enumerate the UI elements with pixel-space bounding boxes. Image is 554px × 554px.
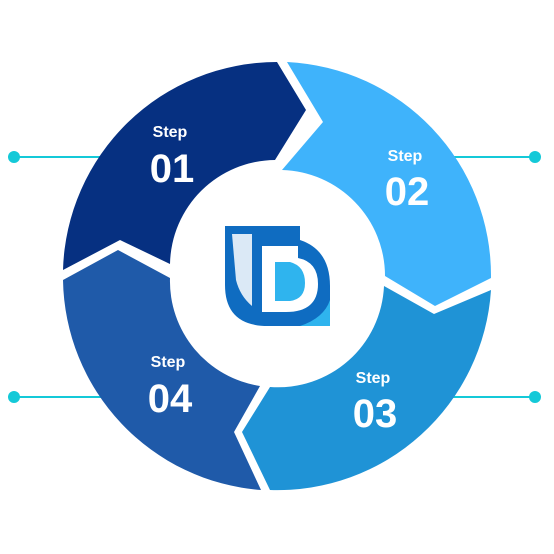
step-04-number: 04: [148, 377, 193, 421]
step-02-word: Step: [388, 148, 423, 165]
connector-dot: [529, 151, 541, 163]
step-03-word: Step: [356, 370, 391, 387]
center-logo: [177, 177, 377, 377]
segment-step-01: [63, 62, 306, 270]
b-logo-icon: [225, 226, 330, 326]
step-04-label: Step 04: [148, 354, 193, 421]
connector-dot: [8, 391, 20, 403]
connector-dot: [8, 151, 20, 163]
segment-step-02: [282, 62, 492, 306]
step-01-number: 01: [150, 147, 195, 191]
step-02-label: Step 02: [385, 148, 430, 214]
step-02-number: 02: [385, 170, 430, 214]
step-01-label: Step 01: [150, 124, 195, 191]
segment-step-04: [63, 250, 261, 490]
step-03-number: 03: [353, 392, 398, 436]
step-01-word: Step: [153, 124, 188, 141]
connector-dot: [529, 391, 541, 403]
step-03-label: Step 03: [353, 370, 398, 436]
step-04-word: Step: [151, 354, 186, 371]
segment-step-03: [242, 286, 491, 491]
